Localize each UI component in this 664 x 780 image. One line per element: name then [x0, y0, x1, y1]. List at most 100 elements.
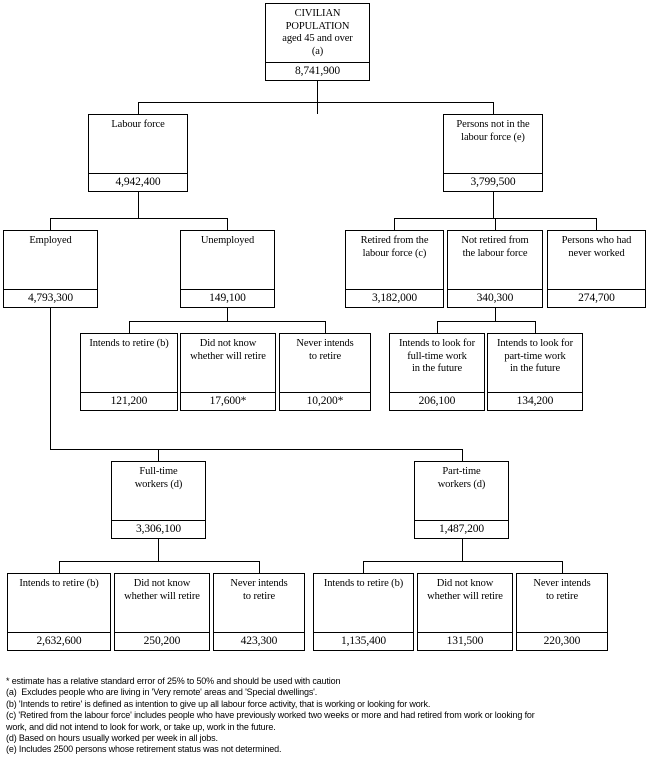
node-label: Intends to look for part-time work in th…: [497, 338, 573, 374]
node-value: 8,741,900: [266, 62, 369, 80]
node-value: 206,100: [390, 392, 484, 410]
connector-not-in-labour-force-drop: [493, 102, 494, 114]
connector-not-retired-drop: [495, 218, 496, 230]
connector-employed-drop: [50, 218, 51, 230]
footnote-5: (e) Includes 2500 persons whose retireme…: [6, 744, 282, 755]
footnote-0: * estimate has a relative standard error…: [6, 676, 341, 686]
connector-unemp-intends-drop: [129, 321, 130, 333]
node-labour-force[interactable]: Labour force 4,942,400: [88, 114, 188, 192]
node-civilian-population[interactable]: CIVILIAN POPULATION aged 45 and over (a)…: [265, 3, 370, 81]
connector-part-time-bus: [363, 561, 562, 562]
node-value: 149,100: [181, 289, 274, 307]
node-value: 10,200*: [280, 392, 370, 410]
connector-ft-intends-drop: [59, 561, 60, 573]
node-value: 3,306,100: [112, 520, 205, 538]
node-value: 423,300: [214, 632, 304, 650]
footnote-4: (d) Based on hours usually worked per we…: [6, 733, 218, 744]
node-label: Retired from the labour force (c): [360, 235, 429, 259]
node-label: Intends to look for full-time work in th…: [399, 338, 475, 374]
node-label: Not retired from the labour force: [461, 235, 529, 259]
connector-employed-bus: [50, 449, 462, 450]
footnotes-block: * estimate has a relative standard error…: [6, 676, 662, 756]
connector-full-time-drop: [158, 449, 159, 461]
connector-unemployed-drop: [227, 218, 228, 230]
node-full-time-did-not-know-whether-will-retire[interactable]: Did not know whether will retire 250,200: [114, 573, 210, 651]
node-persons-not-in-the-labour-force[interactable]: Persons not in the labour force (e) 3,799…: [443, 114, 543, 192]
node-label: CIVILIAN POPULATION aged 45 and over (a): [282, 8, 353, 57]
node-label: Full-time workers (d): [134, 466, 183, 490]
connector-labour-force-stem: [138, 192, 139, 218]
node-label: Did not know whether will retire: [124, 578, 200, 602]
connector-civilian-population-bus: [138, 102, 493, 103]
node-label: Persons not in the labour force (e): [456, 119, 530, 143]
node-value: 1,487,200: [415, 520, 508, 538]
node-unemployed-never-intends-to-retire[interactable]: Never intends to retire 10,200*: [279, 333, 371, 411]
node-value: 134,200: [488, 392, 582, 410]
footnote-3: (c) 'Retired from the labour force' incl…: [6, 710, 535, 732]
footnote-2: (b) 'Intends to retire' is defined as in…: [6, 698, 431, 709]
connector-not-retired-stem: [495, 308, 496, 321]
node-value: 121,200: [81, 392, 177, 410]
node-label: Never intends to retire: [296, 338, 354, 362]
node-value: 131,500: [418, 632, 512, 650]
node-value: 17,600*: [181, 392, 275, 410]
node-label: Never intends to retire: [533, 578, 591, 602]
node-full-time-intends-to-retire[interactable]: Intends to retire (b) 2,632,600: [7, 573, 111, 651]
node-employed[interactable]: Employed 4,793,300: [3, 230, 98, 308]
node-value: 250,200: [115, 632, 209, 650]
node-unemployed-did-not-know-whether-will-retire[interactable]: Did not know whether will retire 17,600*: [180, 333, 276, 411]
connector-civilian-population-stem: [317, 81, 318, 114]
connector-employed-stem: [50, 308, 51, 449]
node-value: 1,135,400: [314, 632, 413, 650]
connector-look-part-time-drop: [535, 321, 536, 333]
node-retired-from-the-labour-force[interactable]: Retired from the labour force (c) 3,182,0…: [345, 230, 444, 308]
node-intends-to-look-for-full-time-work[interactable]: Intends to look for full-time work in th…: [389, 333, 485, 411]
connector-ft-never-drop: [259, 561, 260, 573]
connector-unemployed-bus: [129, 321, 325, 322]
connector-labour-force-drop: [138, 102, 139, 114]
connector-not-in-labour-force-stem: [493, 192, 494, 218]
node-value: 4,793,300: [4, 289, 97, 307]
node-persons-who-had-never-worked[interactable]: Persons who had never worked 274,700: [547, 230, 646, 308]
footnote-1: (a) Excludes people who are living in 'V…: [6, 687, 318, 698]
node-value: 3,799,500: [444, 173, 542, 191]
node-label: Did not know whether will retire: [427, 578, 503, 602]
node-not-retired-from-the-labour-force[interactable]: Not retired from the labour force 340,300: [447, 230, 543, 308]
node-label: Intends to retire (b): [19, 578, 99, 589]
node-full-time-workers[interactable]: Full-time workers (d) 3,306,100: [111, 461, 206, 539]
connector-labour-force-bus: [50, 218, 228, 219]
node-value: 274,700: [548, 289, 645, 307]
node-unemployed-intends-to-retire[interactable]: Intends to retire (b) 121,200: [80, 333, 178, 411]
node-label: Labour force: [111, 119, 165, 130]
node-value: 4,942,400: [89, 173, 187, 191]
node-label: Persons who had never worked: [561, 235, 632, 259]
node-value: 3,182,000: [346, 289, 443, 307]
node-value: 340,300: [448, 289, 542, 307]
connector-full-time-stem: [158, 539, 159, 561]
node-value: 2,632,600: [8, 632, 110, 650]
node-part-time-did-not-know-whether-will-retire[interactable]: Did not know whether will retire 131,500: [417, 573, 513, 651]
connector-retired-drop: [394, 218, 395, 230]
node-part-time-intends-to-retire[interactable]: Intends to retire (b) 1,135,400: [313, 573, 414, 651]
connector-never-worked-drop: [596, 218, 597, 230]
connector-unemp-never-drop: [325, 321, 326, 333]
node-label: Intends to retire (b): [323, 578, 404, 589]
connector-pt-intends-drop: [363, 561, 364, 573]
connector-not-retired-bus: [437, 321, 535, 322]
node-unemployed[interactable]: Unemployed 149,100: [180, 230, 275, 308]
node-label: Intends to retire (b): [89, 338, 169, 349]
node-intends-to-look-for-part-time-work[interactable]: Intends to look for part-time work in th…: [487, 333, 583, 411]
connector-full-time-bus: [59, 561, 259, 562]
node-part-time-never-intends-to-retire[interactable]: Never intends to retire 220,300: [516, 573, 608, 651]
node-value: 220,300: [517, 632, 607, 650]
node-label: Did not know whether will retire: [190, 338, 266, 362]
connector-unemployed-stem: [227, 308, 228, 321]
connector-part-time-drop: [462, 449, 463, 461]
node-label: Unemployed: [200, 235, 255, 246]
node-label: Employed: [29, 235, 72, 246]
node-part-time-workers[interactable]: Part-time workers (d) 1,487,200: [414, 461, 509, 539]
connector-part-time-stem: [462, 539, 463, 561]
node-label: Part-time workers (d): [437, 466, 486, 490]
